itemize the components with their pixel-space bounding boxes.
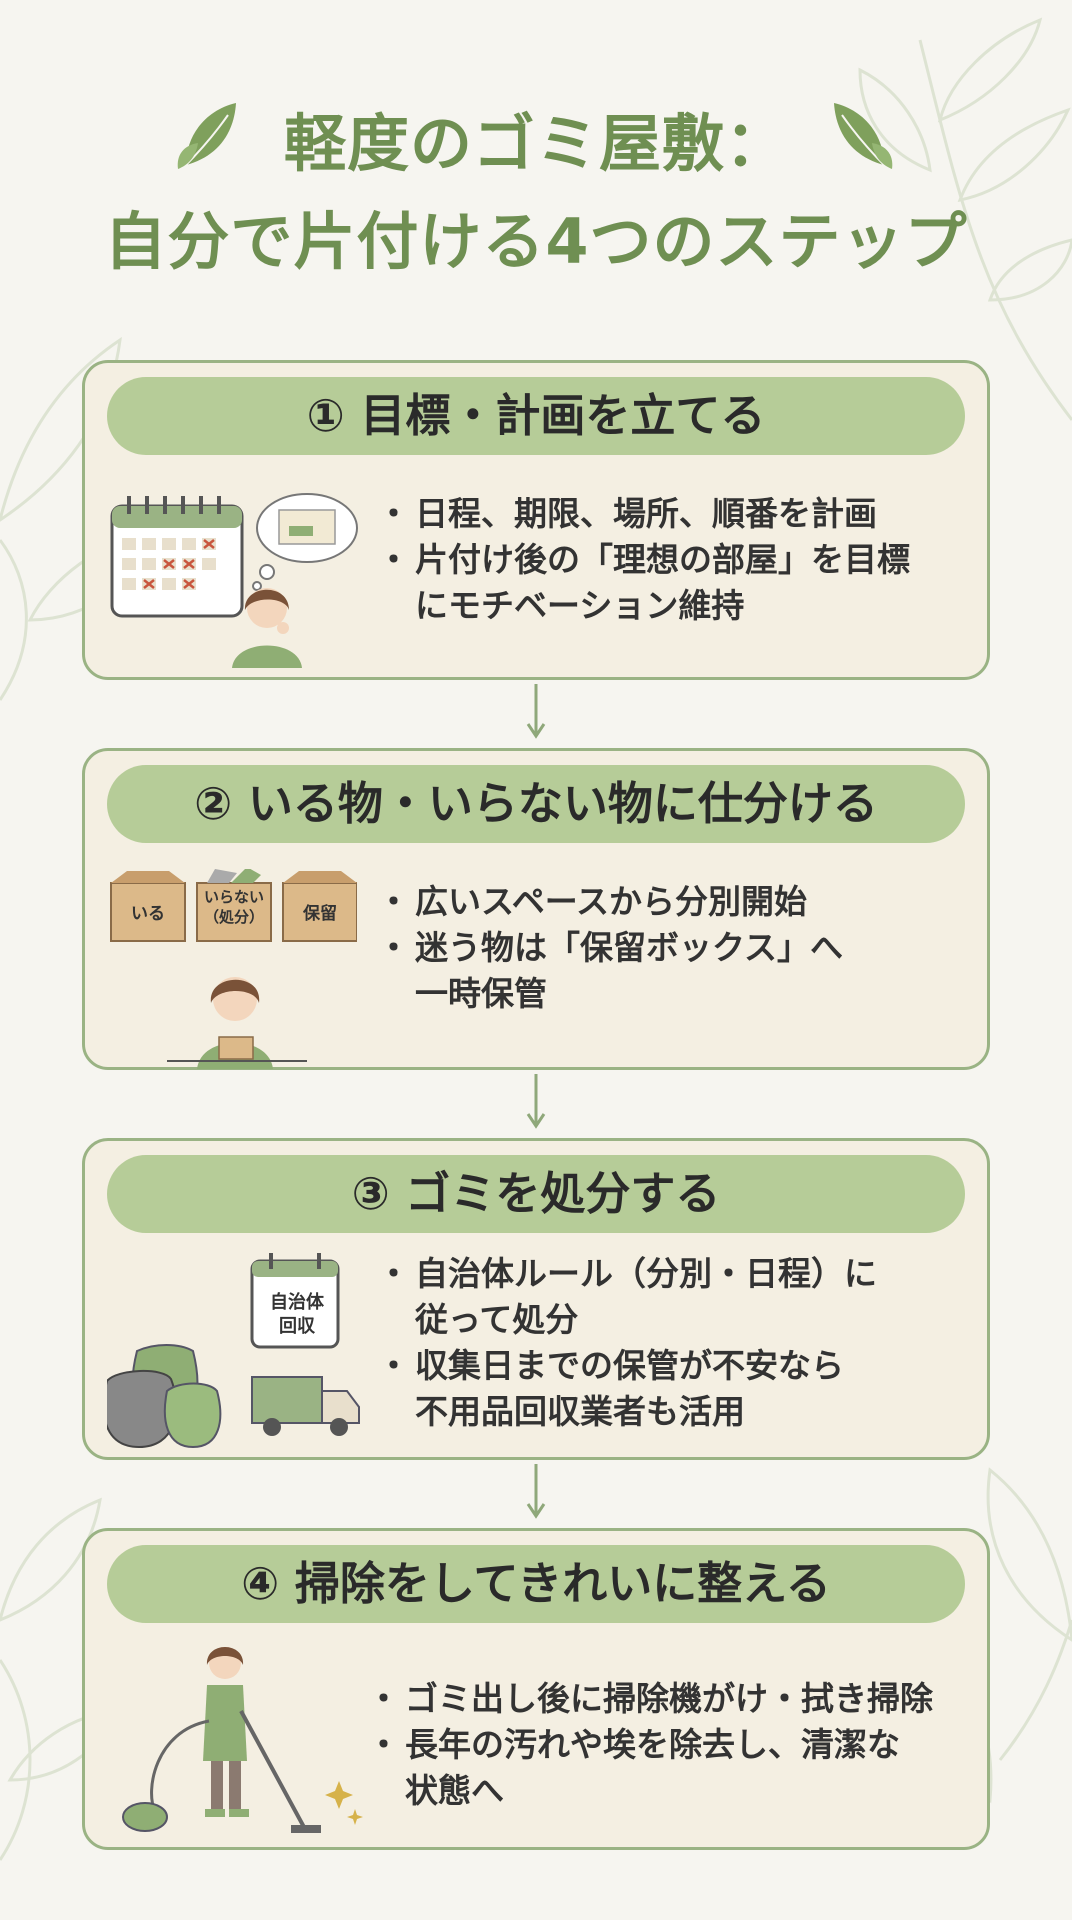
step-heading: ③ ゴミを処分する (107, 1155, 965, 1233)
arrow-down-icon (526, 1074, 546, 1129)
box-label-discard-line2: （処分） (203, 908, 264, 926)
arrow-down-icon (526, 684, 546, 739)
bullet-item: ゴミ出し後に掃除機がけ・拭き掃除 (367, 1676, 933, 1722)
step-bullets: 広いスペースから分別開始 迷う物は「保留ボックス」へ 一時保管 (377, 879, 843, 1017)
title-line-1: 軽度のゴミ屋敷： (283, 107, 788, 180)
calendar-label-line1: 自治体 (270, 1292, 324, 1313)
vacuum-cleaning-illustration (122, 1647, 363, 1833)
bullet-item: 迷う物は「保留ボックス」へ (377, 925, 843, 971)
step-heading: ② いる物・いらない物に仕分ける (107, 765, 965, 843)
step-bullets: 日程、期限、場所、順番を計画 片付け後の「理想の部屋」を目標 にモチベーション維… (377, 491, 910, 629)
step-heading: ④ 掃除をしてきれいに整える (107, 1545, 965, 1623)
page-title: 軽度のゴミ屋敷： 自分で片付ける4つのステップ (0, 95, 1072, 291)
bullet-item: 収集日までの保管が不安なら (377, 1343, 877, 1389)
sorting-boxes-illustration (110, 869, 357, 1069)
leaf-icon-left (177, 103, 236, 169)
box-label-discard: いらない （処分） (197, 887, 271, 927)
box-label-keep: いる (131, 904, 165, 924)
calendar-label-line2: 回収 (279, 1316, 315, 1337)
step-card-2: ② いる物・いらない物に仕分ける いる いらない （処分） 保留 広いスペースか… (82, 748, 990, 1070)
bullet-item-continued: 不用品回収業者も活用 (415, 1392, 745, 1431)
bullet-item: 広いスペースから分別開始 (377, 879, 843, 925)
box-label-hold: 保留 (303, 904, 337, 924)
step-card-4: ④ 掃除をしてきれいに整える ゴミ出し後に掃除機がけ・拭き掃除 長年の汚れや埃を… (82, 1528, 990, 1850)
box-label-discard-line1: いらない (203, 888, 264, 906)
garbage-truck-illustration (107, 1253, 360, 1449)
step-card-1: ① 目標・計画を立てる 日程、期限、場所、順番を (82, 360, 990, 680)
step-card-3: ③ ゴミを処分する 自治体 回収 自治体ルール（分別・日程）に 従って処分 収集… (82, 1138, 990, 1460)
step-bullets: ゴミ出し後に掃除機がけ・拭き掃除 長年の汚れや埃を除去し、清潔な 状態へ (367, 1676, 933, 1814)
calendar-label: 自治体 回収 (254, 1291, 340, 1339)
bullet-item-continued: 従って処分 (415, 1300, 579, 1339)
bullet-item: 日程、期限、場所、順番を計画 (377, 491, 910, 537)
bullet-item-continued: 一時保管 (415, 974, 547, 1013)
calendar-planning-illustration (110, 493, 358, 668)
step-bullets: 自治体ルール（分別・日程）に 従って処分 収集日までの保管が不安なら 不用品回収… (377, 1251, 877, 1435)
step-heading: ① 目標・計画を立てる (107, 377, 965, 455)
bullet-item: 片付け後の「理想の部屋」を目標 (377, 537, 910, 583)
bullet-item: 自治体ルール（分別・日程）に (377, 1251, 877, 1297)
bullet-item-continued: にモチベーション維持 (415, 586, 745, 625)
leaf-icon-right (834, 103, 893, 169)
bullet-item-continued: 状態へ (405, 1771, 504, 1810)
bullet-item: 長年の汚れや埃を除去し、清潔な (367, 1722, 933, 1768)
title-line-2: 自分で片付ける4つのステップ (104, 205, 968, 278)
arrow-down-icon (526, 1464, 546, 1519)
